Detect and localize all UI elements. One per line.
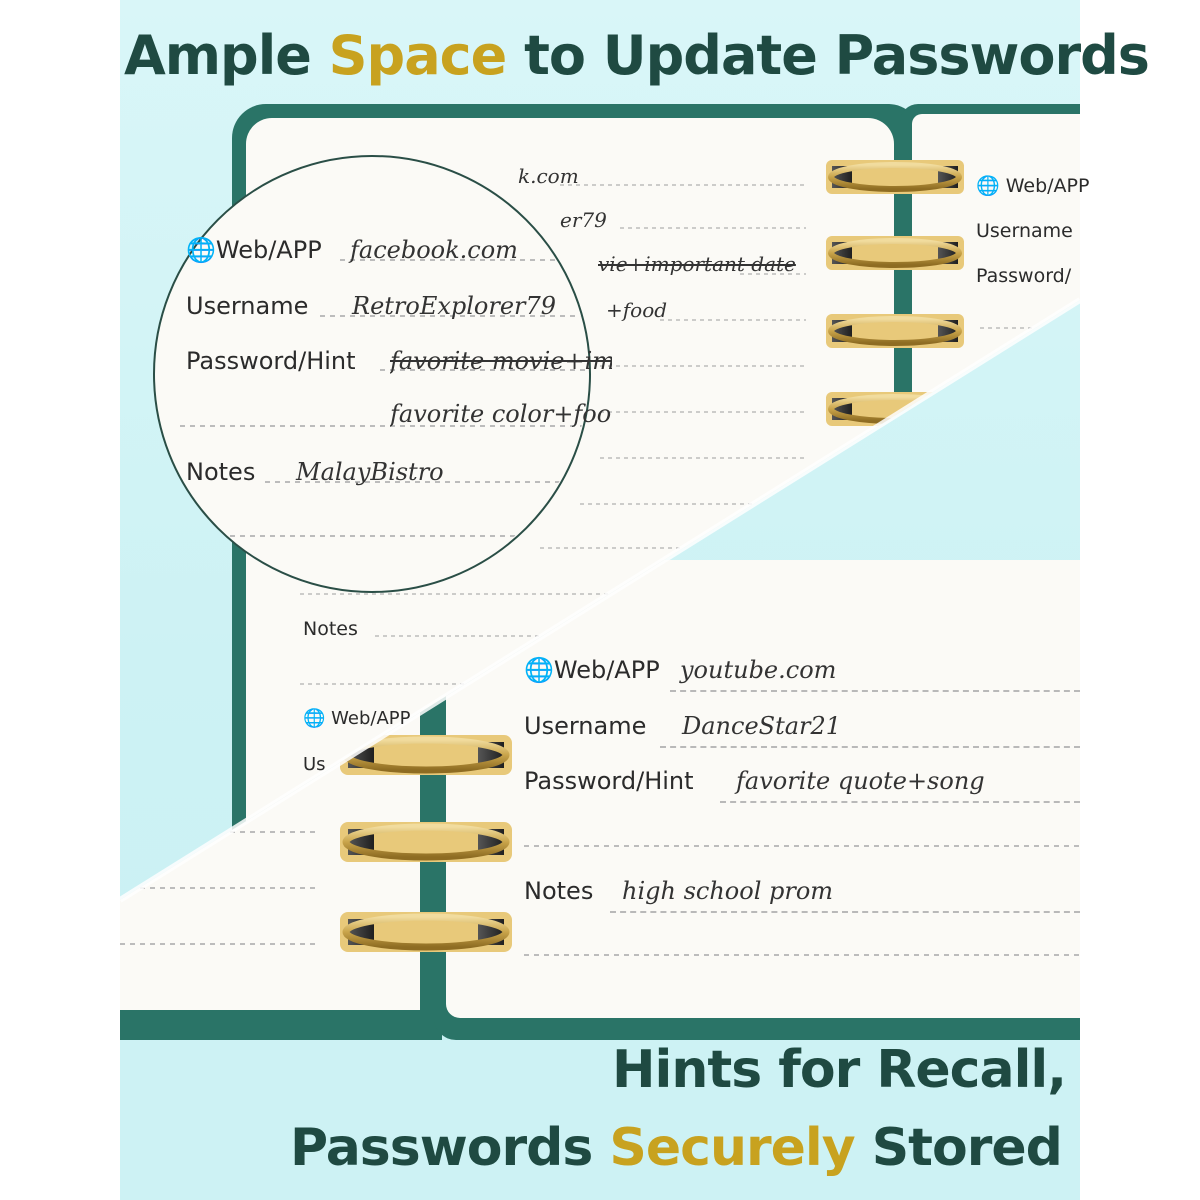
- lower-username-value: DanceStar21: [682, 712, 842, 740]
- mag-web-app-label: 🌐Web/APP: [186, 236, 322, 264]
- mag-username-label: Username: [186, 292, 309, 320]
- mag-username-value: RetroExplorer79: [352, 292, 557, 320]
- lower-web-app-text: Web/APP: [553, 656, 660, 684]
- mag-notes-value: MalayBistro: [296, 458, 444, 486]
- headline-bottom-line1: Hints for Recall,: [612, 1040, 1067, 1100]
- globe-icon: 🌐: [186, 236, 216, 264]
- left-page-web-app-label: Web/APP: [331, 708, 411, 729]
- right-page-web-app-label: Web/APP: [1005, 175, 1090, 197]
- headline-bottom-pre: Passwords: [290, 1118, 610, 1178]
- left-page-username-partial: Us: [303, 754, 326, 775]
- bg-password-old-fragment: vie+important date: [598, 252, 796, 276]
- mag-password-label: Password/Hint: [186, 347, 356, 375]
- globe-icon: 🌐: [976, 175, 1000, 197]
- right-page-password: Password/: [976, 265, 1072, 287]
- lower-web-app-label: 🌐Web/APP: [524, 656, 660, 684]
- mag-web-app-value: facebook.com: [350, 236, 518, 264]
- left-page-notes: Notes: [303, 618, 358, 640]
- lower-password-value: favorite quote+song: [736, 767, 985, 795]
- bg-username-fragment: er79: [560, 208, 607, 232]
- lower-username-label: Username: [524, 712, 647, 740]
- mag-password-clip: favorite movie+im favorite color+foo: [390, 340, 612, 440]
- lower-username-line: [660, 746, 1080, 748]
- lower-notes-value: high school prom: [622, 877, 834, 905]
- headline-bottom-post: Stored: [854, 1118, 1063, 1178]
- headline-bottom-line2: Passwords Securely Stored: [290, 1118, 1063, 1178]
- globe-icon: 🌐: [303, 708, 326, 729]
- lower-rings: [340, 735, 512, 952]
- headline-bottom-highlight: Securely: [609, 1118, 855, 1178]
- bg-web-app-fragment: k.com: [518, 164, 579, 188]
- lower-notes-line: [610, 911, 1080, 913]
- lower-password-label: Password/Hint: [524, 767, 694, 795]
- bg-password-new-fragment: +food: [606, 298, 668, 322]
- headline-top-pre: Ample: [124, 24, 329, 87]
- mag-notes-label: Notes: [186, 458, 256, 486]
- lower-notes-label: Notes: [524, 877, 594, 905]
- headline-top-post: to Update Passwords: [506, 24, 1150, 87]
- globe-icon: 🌐: [524, 656, 554, 684]
- right-page-username: Username: [976, 220, 1073, 242]
- headline-top: Ample Space to Update Passwords: [124, 24, 1150, 87]
- right-page-web-app: 🌐 Web/APP: [976, 174, 1089, 197]
- left-page-web-app: 🌐 Web/APP: [303, 708, 411, 729]
- mag-web-app-text: Web/APP: [215, 236, 322, 264]
- mag-password-new: favorite color+foo: [390, 400, 612, 428]
- mag-password-old: favorite movie+im: [390, 347, 612, 375]
- lower-web-app-line: [670, 690, 1080, 692]
- lower-password-line: [720, 801, 1080, 803]
- lower-web-app-value: youtube.com: [680, 656, 837, 684]
- headline-top-highlight: Space: [328, 24, 508, 87]
